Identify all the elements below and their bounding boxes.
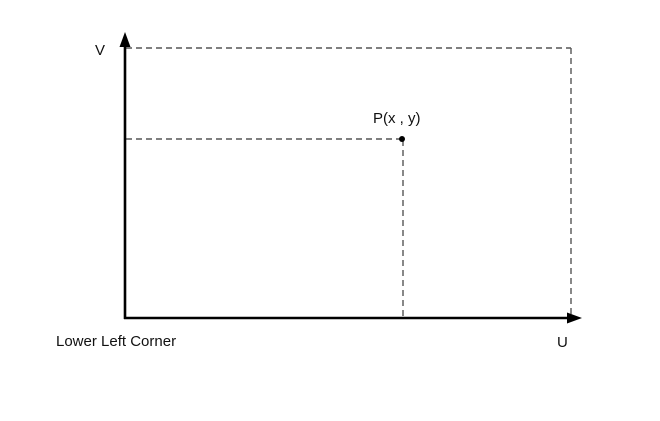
- point-p-label: P(x , y): [373, 110, 421, 127]
- u-axis-arrowhead: [567, 312, 582, 324]
- v-axis-arrowhead: [119, 32, 131, 47]
- origin-label: Lower Left Corner: [56, 333, 176, 350]
- point-p-marker: [399, 136, 405, 142]
- v-axis-label: V: [95, 42, 105, 59]
- u-axis-label: U: [557, 334, 568, 351]
